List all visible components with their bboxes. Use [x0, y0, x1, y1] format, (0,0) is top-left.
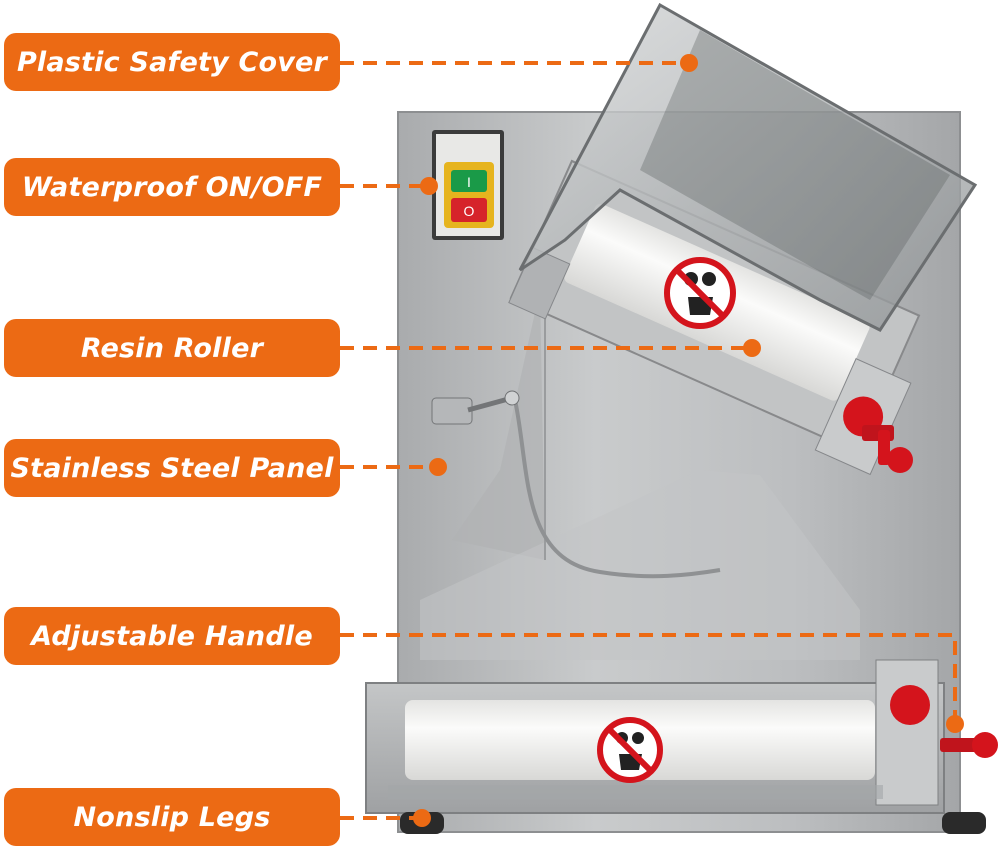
label-text: Waterproof ON/OFF — [21, 171, 323, 203]
adjustment-arm — [431, 390, 721, 579]
cover-inner-shadow — [640, 30, 950, 300]
label-stainless-steel-panel: Stainless Steel Panel — [4, 439, 340, 497]
plastic-safety-cover-shape — [518, 2, 978, 332]
label-text: Plastic Safety Cover — [16, 46, 328, 78]
label-text: Resin Roller — [80, 332, 264, 364]
label-waterproof-on-off: Waterproof ON/OFF — [4, 158, 340, 216]
chute-lower — [420, 470, 860, 660]
label-adjustable-handle: Adjustable Handle — [4, 607, 340, 665]
label-text: Adjustable Handle — [31, 620, 313, 652]
switch-off-symbol: O — [464, 203, 475, 219]
label-resin-roller: Resin Roller — [4, 319, 340, 377]
switch-on-symbol: I — [467, 174, 471, 190]
callout-lines — [340, 61, 957, 820]
label-text: Nonslip Legs — [73, 801, 271, 833]
label-text: Stainless Steel Panel — [10, 452, 334, 484]
upper-handle-knob — [862, 425, 913, 473]
label-plastic-safety-cover: Plastic Safety Cover — [4, 33, 340, 91]
chute-left — [452, 290, 545, 560]
label-nonslip-legs: Nonslip Legs — [4, 788, 340, 846]
lower-handle-knob — [940, 732, 998, 758]
on-off-switch — [432, 130, 504, 240]
leg-right — [942, 812, 986, 834]
no-hands-warning-icon — [664, 257, 736, 329]
callout-dots — [413, 54, 964, 827]
no-hands-warning-icon — [597, 717, 663, 783]
